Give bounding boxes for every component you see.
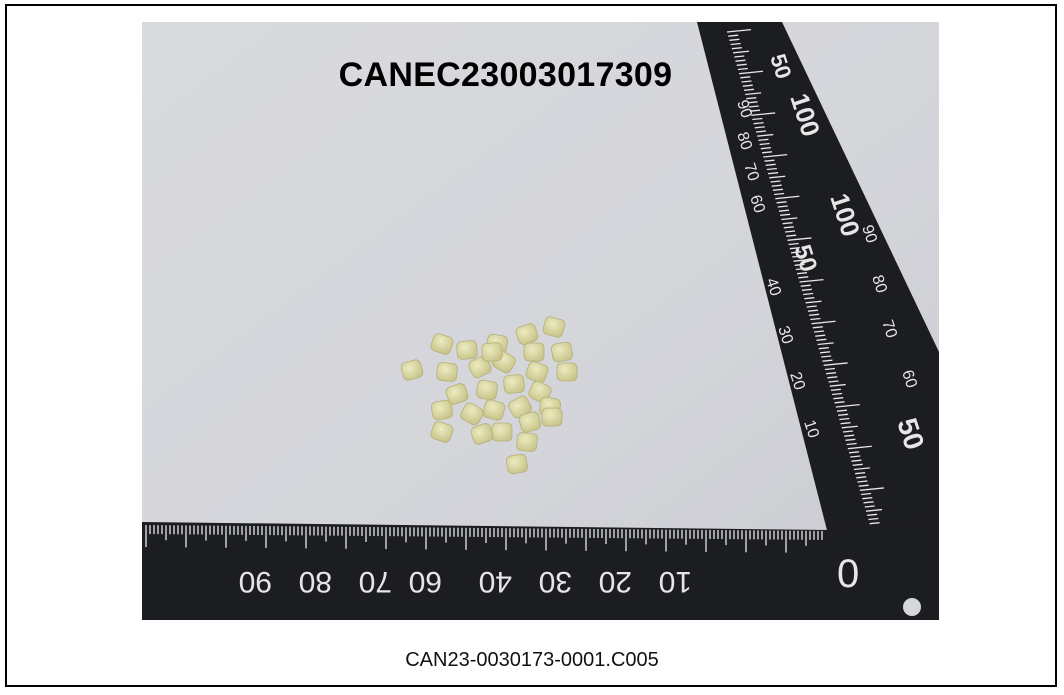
svg-text:70: 70 xyxy=(878,318,900,340)
vertical-ruler: 50 100 100 50 50 90 80 70 60 40 30 20 10… xyxy=(697,22,939,542)
svg-text:10: 10 xyxy=(659,565,692,598)
horizontal-ruler: 90 80 70 60 40 30 20 10 0 xyxy=(142,517,939,620)
sample-pellets xyxy=(400,316,578,475)
svg-text:20: 20 xyxy=(599,565,632,598)
svg-text:70: 70 xyxy=(359,565,392,598)
svg-text:20: 20 xyxy=(786,370,808,392)
sample-photo: 50 100 100 50 50 90 80 70 60 40 30 20 10… xyxy=(142,22,939,620)
svg-text:70: 70 xyxy=(740,161,762,183)
svg-text:30: 30 xyxy=(774,324,796,346)
svg-text:80: 80 xyxy=(868,273,890,295)
svg-text:60: 60 xyxy=(746,193,768,215)
svg-text:10: 10 xyxy=(800,418,822,440)
svg-text:80: 80 xyxy=(299,565,332,598)
report-number-caption: CAN23-0030173-0001.C005 xyxy=(405,649,659,671)
svg-text:30: 30 xyxy=(539,565,572,598)
svg-text:40: 40 xyxy=(762,276,784,298)
svg-text:0: 0 xyxy=(837,552,859,596)
svg-text:60: 60 xyxy=(898,368,920,390)
svg-text:40: 40 xyxy=(479,565,512,598)
svg-text:60: 60 xyxy=(409,565,442,598)
svg-text:90: 90 xyxy=(733,98,755,120)
svg-text:90: 90 xyxy=(858,223,880,245)
svg-text:80: 80 xyxy=(733,130,755,152)
sample-id-label: CANEC23003017309 xyxy=(338,56,673,94)
svg-text:90: 90 xyxy=(239,565,272,598)
